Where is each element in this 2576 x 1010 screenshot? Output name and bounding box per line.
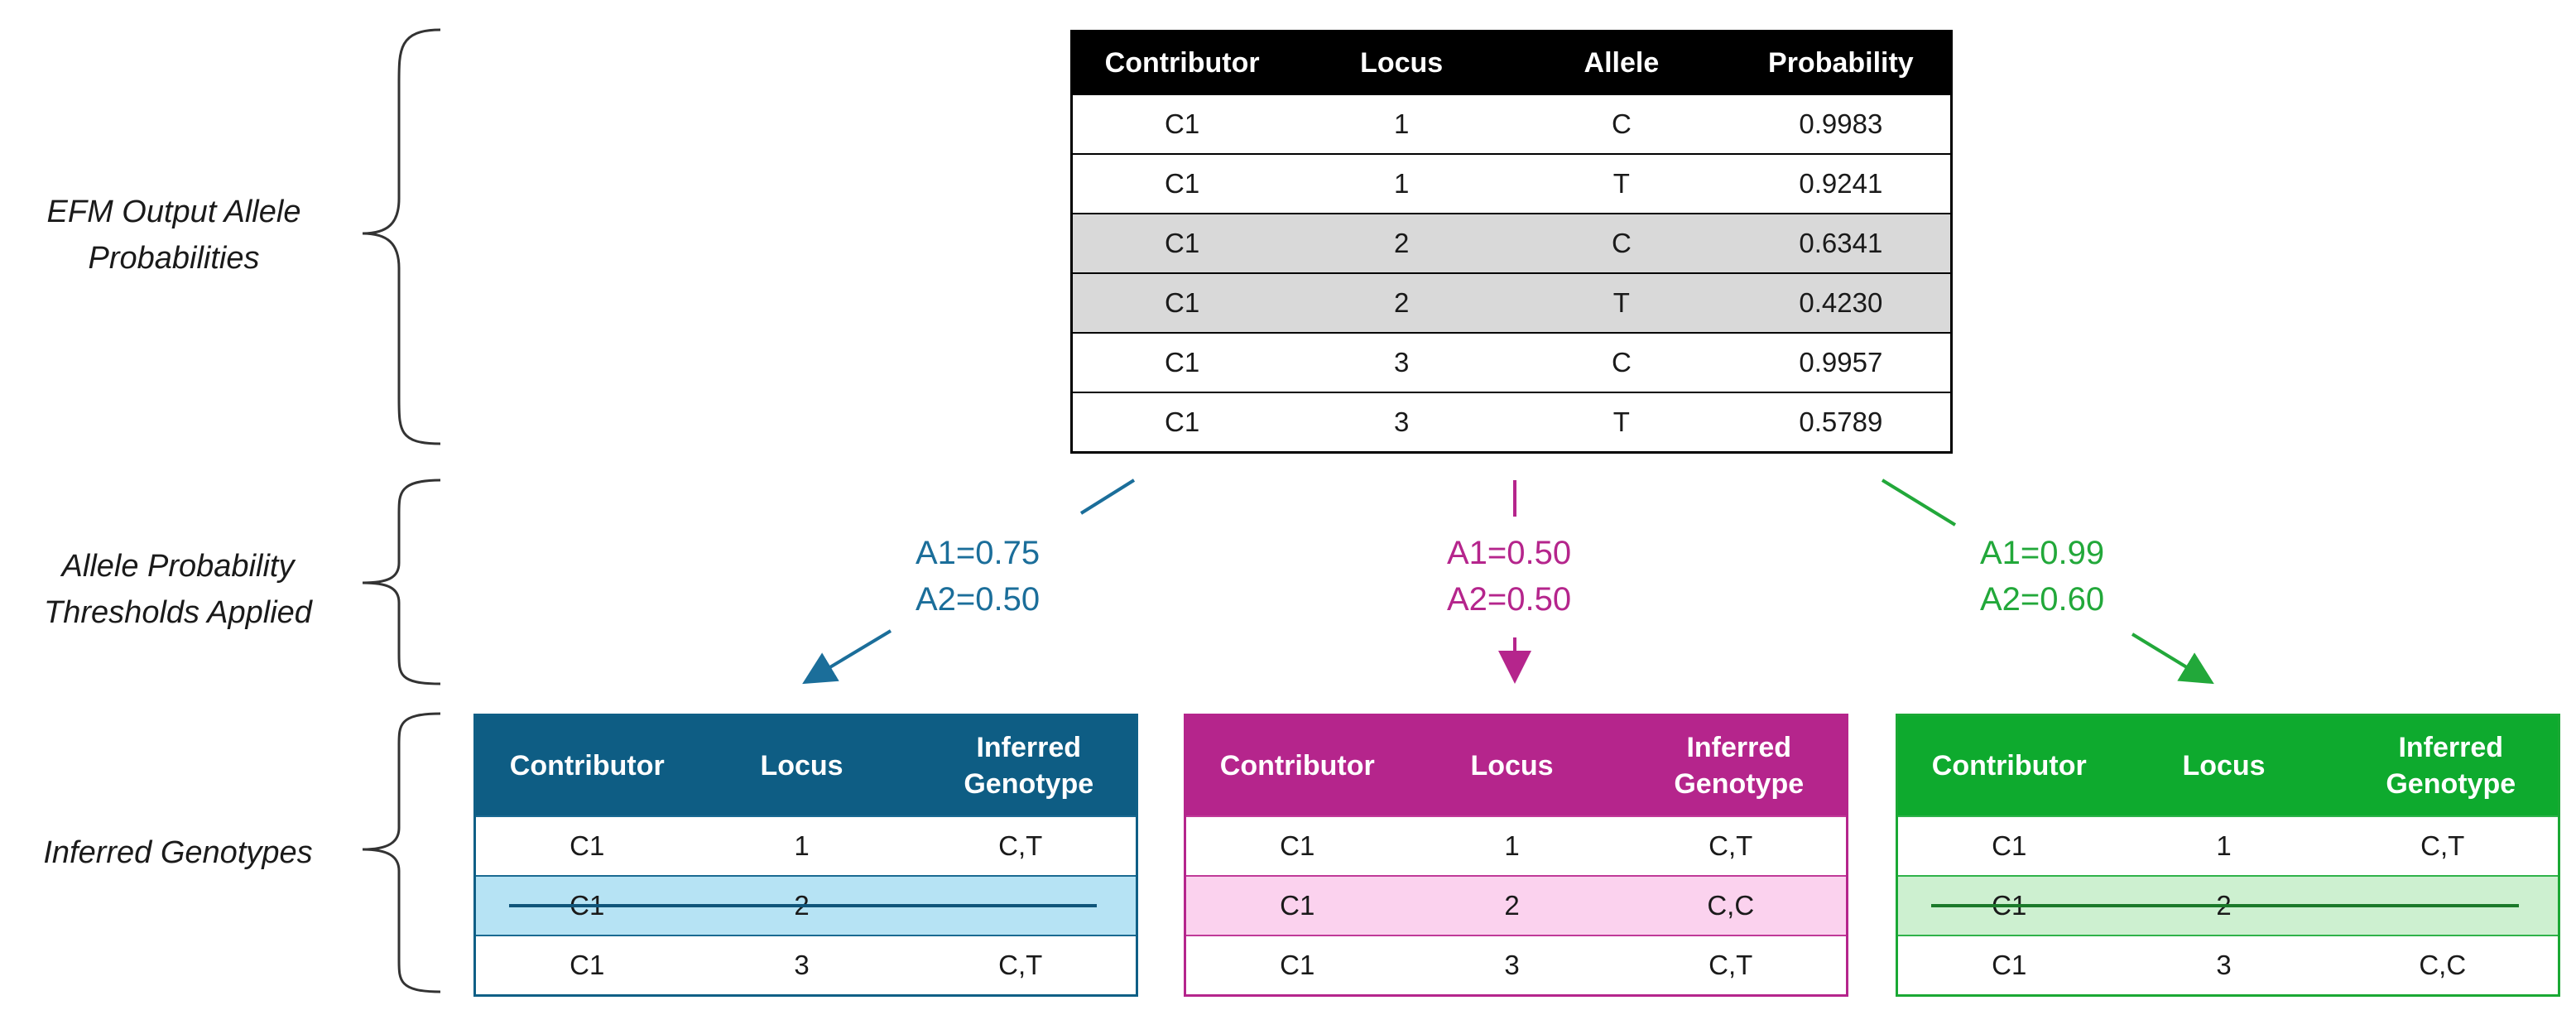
cell-allele: C [1511,213,1732,274]
cell-contributor: C1 [1896,875,2519,936]
table-row-highlighted: C1 2 C,C [1185,875,1848,936]
table-row: C1 1 T 0.9241 [1071,153,1952,214]
threshold-label-green: A1=0.99 A2=0.60 [1980,535,2105,618]
cell-genotype: C,T [1615,815,1848,877]
table-row: C1 1 C,T [1185,815,1848,877]
header-allele: Allele [1511,31,1732,94]
cell-contributor: C1 [1071,272,1292,334]
cell-locus: 1 [2120,815,2328,877]
cell-locus: 2 [1291,213,1511,274]
table-row: C1 3 T 0.5789 [1071,392,1952,454]
cell-genotype: C,T [2327,815,2559,877]
section-label-inferred-genotypes: Inferred Genotypes [43,835,313,870]
cell-allele: T [1511,153,1732,214]
cell-genotype: C,T [905,815,1137,877]
cell-allele: C [1511,94,1732,155]
arrow-green-top [1881,479,1957,527]
cell-locus: 1 [698,815,906,877]
header-contributor: Contributor [1896,714,2121,816]
table-row: C1 3 C,T [474,935,1137,997]
cell-allele: T [1511,272,1732,334]
cell-probability: 0.5789 [1731,392,1952,454]
cell-locus: 3 [698,935,906,997]
cell-genotype: C,C [1615,875,1848,936]
cell-locus: 3 [1291,392,1511,454]
cell-probability: 0.9241 [1731,153,1952,214]
cell-contributor: C1 [474,815,699,877]
brace-efm-output [362,28,441,445]
section-label-thresholds: Allele Probability Thresholds Applied [44,549,312,630]
cell-contributor: C1 [1071,94,1292,155]
cell-contributor: C1 [1185,875,1409,936]
allele-probability-table: Contributor Locus Allele Probability C1 … [1070,30,1953,454]
cell-genotype: C,T [905,935,1137,997]
genotype-table-pink: Contributor Locus Inferred Genotype C1 1… [1184,714,1848,997]
cell-contributor: C1 [474,935,699,997]
section-label-efm-output: EFM Output Allele Probabilities [46,195,301,276]
table-row-struck: C1 2 [1896,875,2559,936]
table-header-row: Contributor Locus Inferred Genotype [1185,714,1848,816]
cell-locus: 3 [1408,935,1616,997]
table-row: C1 3 C,C [1896,935,2559,997]
cell-locus: 2 [1291,272,1511,334]
cell-contributor: C1 [1071,213,1292,274]
cell-genotype: C,C [2327,935,2559,997]
header-locus: Locus [698,714,906,816]
strikethrough-line [509,904,1097,907]
brace-thresholds [362,479,441,685]
brace-genotypes [362,712,441,993]
cell-locus: 2 [1408,875,1616,936]
table-header-row: Contributor Locus Allele Probability [1071,31,1952,94]
header-inferred-genotype: Inferred Genotype [1615,714,1848,816]
cell-contributor: C1 [1071,392,1292,454]
genotype-table-green: Contributor Locus Inferred Genotype C1 1… [1896,714,2560,997]
threshold-label-pink: A1=0.50 A2=0.50 [1447,535,1572,618]
cell-contributor: C1 [1071,153,1292,214]
header-locus: Locus [1408,714,1616,816]
header-locus: Locus [1291,31,1511,94]
header-contributor: Contributor [1071,31,1292,94]
table-row: C1 1 C,T [1896,815,2559,877]
threshold-label-blue: A1=0.75 A2=0.50 [916,535,1040,618]
header-inferred-genotype: Inferred Genotype [2327,714,2559,816]
cell-contributor: C1 [1071,332,1292,393]
header-probability: Probability [1731,31,1952,94]
table-row: C1 1 C 0.9983 [1071,94,1952,155]
cell-locus: 1 [1408,815,1616,877]
cell-contributor: C1 [1185,815,1409,877]
cell-contributor: C1 [1896,935,2121,997]
arrow-green-bottom [2131,632,2214,685]
cell-locus: 3 [1291,332,1511,393]
header-contributor: Contributor [474,714,699,816]
cell-genotype: C,T [1615,935,1848,997]
table-header-row: Contributor Locus Inferred Genotype [474,714,1137,816]
table-row: C1 1 C,T [474,815,1137,877]
cell-allele: C [1511,332,1732,393]
table-header-row: Contributor Locus Inferred Genotype [1896,714,2559,816]
header-contributor: Contributor [1185,714,1409,816]
cell-contributor: C1 [1185,935,1409,997]
table-row-highlighted: C1 2 T 0.4230 [1071,272,1952,334]
table-row: C1 3 C,T [1185,935,1848,997]
cell-probability: 0.6341 [1731,213,1952,274]
cell-allele: T [1511,392,1732,454]
genotype-table-blue: Contributor Locus Inferred Genotype C1 1… [473,714,1138,997]
cell-probability: 0.9983 [1731,94,1952,155]
strikethrough-line [1931,904,2519,907]
cell-contributor: C1 [474,875,1097,936]
cell-locus: 1 [1291,94,1511,155]
cell-locus: 3 [2120,935,2328,997]
arrow-blue-top [1079,479,1136,515]
cell-locus: 1 [1291,153,1511,214]
table-row: C1 3 C 0.9957 [1071,332,1952,393]
table-row-struck: C1 2 [474,875,1137,936]
table-row-highlighted: C1 2 C 0.6341 [1071,213,1952,274]
cell-contributor: C1 [1896,815,2121,877]
arrow-blue-bottom [802,629,892,685]
cell-probability: 0.4230 [1731,272,1952,334]
header-inferred-genotype: Inferred Genotype [905,714,1137,816]
cell-probability: 0.9957 [1731,332,1952,393]
header-locus: Locus [2120,714,2328,816]
